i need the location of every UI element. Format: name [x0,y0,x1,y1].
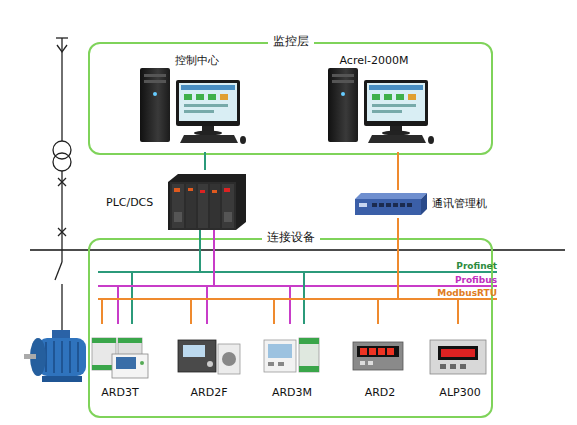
ard2-device [353,342,403,370]
bus-connector [132,230,200,324]
bus-connector [207,230,214,324]
device-module: ALP300 [430,324,490,400]
device-module: ARD2 [350,324,410,400]
plc-controller: PLC/DCS [100,170,248,230]
modbus-bus [98,298,497,300]
device-module: ARD3T [90,324,150,400]
computer-station: Acrel-2000M [319,52,429,152]
bus-name: Profibus [455,275,497,286]
layer-group: 连接设备ARD3TARD2FARD3MARD2ALP300 [88,238,493,418]
node-label: PLC/DCS [106,196,153,209]
motor-symbol [24,330,86,382]
device-name: ALP300 [439,386,480,399]
plc-rack [168,174,246,230]
device-name: ARD2F [191,386,228,399]
bus-connector [191,218,398,324]
bus-connector [378,218,398,324]
ard2f-device [178,340,240,374]
bus-connector [214,230,290,324]
bus-connector [102,218,398,324]
switch-device [355,193,427,215]
device-name: ARD3T [101,386,138,399]
profibus-bus [98,285,497,287]
ard3t-device [92,338,148,378]
ard3m-device [264,338,319,372]
device-module: ARD3M [262,324,322,400]
computer-station: 控制中心 [142,52,252,152]
alp300-device [430,340,486,374]
bus-connector [397,152,399,190]
node-label: 控制中心 [175,54,219,67]
node-label: 通讯管理机 [432,197,487,210]
bus-connector [204,152,206,170]
profinet-bus [98,271,497,273]
layer-group: 监控层控制中心Acrel-2000M [88,42,493,155]
bus-name: Profinet [456,261,497,272]
comm-manager: 通讯管理机 [352,190,497,218]
device-module: ARD2F [179,324,239,400]
bus-name: ModbusRTU [437,288,497,299]
single-line-schematic [53,38,71,332]
bus-connector [118,230,214,324]
bus-connector [398,218,458,324]
layer-title: 连接设备 [262,231,320,244]
node-label: Acrel-2000M [340,54,409,67]
bus-connector [200,230,304,324]
bus-connector [274,218,398,324]
divider-line [30,249,565,250]
device-name: ARD3M [272,386,312,399]
layer-title: 监控层 [268,35,314,48]
device-name: ARD2 [365,386,396,399]
